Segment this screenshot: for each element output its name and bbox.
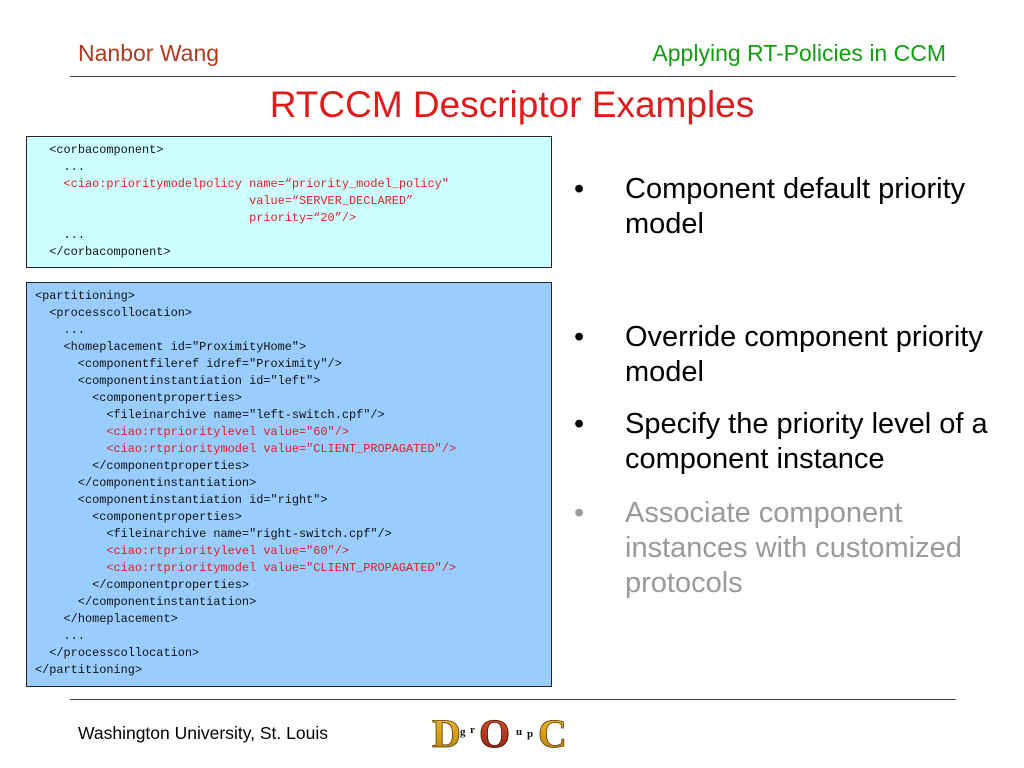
code-line-highlighted: <ciao:prioritymodelpolicy name=“priority… [35, 177, 449, 191]
bullet-marker: • [574, 497, 585, 529]
code-line: </componentproperties> [35, 459, 250, 473]
code-line: <componentproperties> [35, 391, 242, 405]
code-line: <componentinstantiation id="right"> [35, 493, 328, 507]
code-line-highlighted: value=“SERVER_DECLARED” [35, 194, 414, 208]
logo-letter-d: D [432, 711, 461, 753]
header-divider [70, 76, 956, 77]
footer-divider [70, 699, 956, 700]
code-line: <corbacomponent> [35, 143, 164, 157]
code-line: ... [35, 228, 85, 242]
institution-name: Washington University, St. Louis [78, 723, 328, 743]
code-line: <processcollocation> [35, 306, 192, 320]
logo-letter-p: p [527, 728, 533, 740]
code-line-highlighted: <ciao:rtprioritylevel value="60"/> [35, 425, 349, 439]
code-line: <fileinarchive name="right-switch.cpf"/> [35, 527, 392, 541]
code-line-highlighted: <ciao:rtprioritymodel value="CLIENT_PROP… [35, 561, 456, 575]
bullet-marker: • [574, 408, 585, 440]
code-line: </componentinstantiation> [35, 476, 257, 490]
code-line: <fileinarchive name="left-switch.cpf"/> [35, 408, 385, 422]
logo-letter-r: r [470, 724, 475, 736]
code-line: <homeplacement id="ProximityHome"> [35, 340, 307, 354]
bullet-text: Override component priority model [625, 321, 983, 388]
code-line-highlighted: <ciao:rtprioritylevel value="60"/> [35, 544, 349, 558]
code-line: </corbacomponent> [35, 245, 171, 259]
bullet-text: Associate component instances with custo… [625, 497, 962, 599]
code-line: </componentinstantiation> [35, 595, 257, 609]
code-line: ... [35, 629, 85, 643]
code-line: </partitioning> [35, 663, 143, 677]
code-line: <componentfileref idref="Proximity"/> [35, 357, 342, 371]
logo-letter-u: u [516, 726, 522, 738]
code-line: <partitioning> [35, 289, 135, 303]
logo-letter-c: C [538, 711, 567, 753]
code-line: </processcollocation> [35, 646, 200, 660]
code-block-partitioning: <partitioning> <processcollocation> ... … [26, 282, 552, 687]
code-line-highlighted: priority=“20”/> [35, 211, 357, 225]
code-line: ... [35, 323, 85, 337]
presentation-title: Applying RT-Policies in CCM [652, 40, 946, 66]
bullet-text: Specify the priority level of a componen… [625, 408, 988, 475]
slide-title: RTCCM Descriptor Examples [269, 84, 755, 125]
bullet-marker: • [574, 321, 585, 353]
code-line: <componentinstantiation id="left"> [35, 374, 321, 388]
logo-letter-o: O [479, 711, 510, 753]
doc-group-logo: D g r O u p C [432, 711, 568, 753]
bullet-marker: • [574, 173, 585, 205]
code-line: ... [35, 160, 85, 174]
bullet-text: Component default priority model [625, 173, 966, 240]
author-name: Nanbor Wang [78, 40, 220, 66]
logo-letter-g: g [460, 726, 466, 738]
code-line: </componentproperties> [35, 578, 250, 592]
code-block-component-policy: <corbacomponent> ... <ciao:prioritymodel… [26, 136, 552, 268]
code-line: </homeplacement> [35, 612, 178, 626]
code-line: <componentproperties> [35, 510, 242, 524]
code-line-highlighted: <ciao:rtprioritymodel value="CLIENT_PROP… [35, 442, 456, 456]
